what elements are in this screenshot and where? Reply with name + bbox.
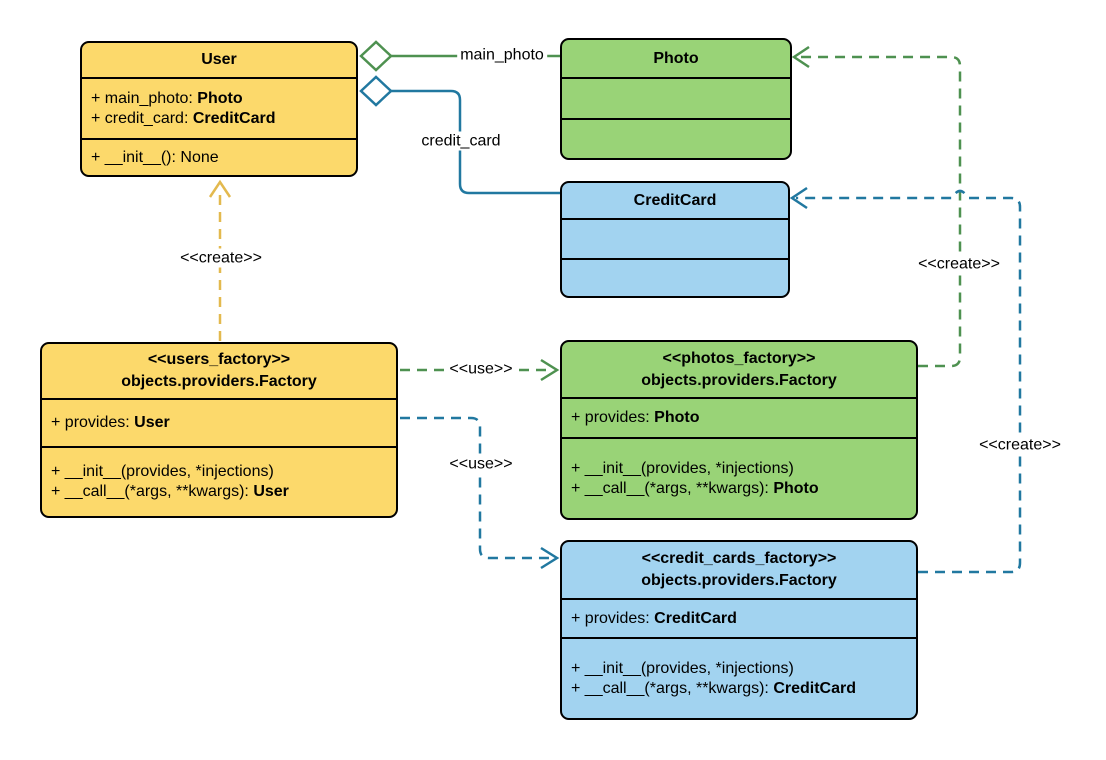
arrowhead-create-photo [791, 45, 810, 69]
class-users-factory-title-compartment: <<users_factory>> objects.providers.Fact… [42, 344, 396, 398]
class-credit-card-title: CreditCard [633, 191, 717, 209]
class-photos-factory-title: objects.providers.Factory [641, 371, 837, 389]
arrowhead-use-credit-cards [540, 546, 560, 570]
attribute-line: + provides: Photo [571, 409, 700, 426]
class-users-factory-methods: + __init__(provides, *injections) + __ca… [42, 446, 396, 516]
arrowhead-create-credit-card [789, 186, 808, 210]
class-photo-methods [562, 118, 790, 158]
class-credit-cards-factory-title-compartment: <<credit_cards_factory>> objects.provide… [562, 542, 916, 598]
edge-label-use-credit-cards: <<use>> [446, 454, 516, 474]
class-photo-attributes [562, 77, 790, 118]
stereotype-label: <<credit_cards_factory>> [641, 550, 837, 567]
class-credit-card-attributes [562, 218, 788, 258]
class-photos-factory-title-compartment: <<photos_factory>> objects.providers.Fac… [562, 342, 916, 397]
class-user-methods: + __init__(): None [82, 138, 356, 175]
class-user-title-compartment: User [82, 43, 356, 77]
class-credit-cards-factory-attributes: + provides: CreditCard [562, 598, 916, 637]
class-photos-factory: <<photos_factory>> objects.providers.Fac… [560, 340, 918, 520]
method-line: + __init__(provides, *injections) [571, 659, 794, 677]
method-line: + __call__(*args, **kwargs): Photo [571, 479, 819, 497]
method-line: + __call__(*args, **kwargs): User [51, 483, 289, 500]
edge-use-credit-cards-line [400, 416, 550, 560]
class-photos-factory-attributes: + provides: Photo [562, 397, 916, 437]
class-users-factory: <<users_factory>> objects.providers.Fact… [40, 342, 398, 518]
attribute-line: + main_photo: Photo [91, 89, 243, 107]
arrowhead-create-user [208, 179, 232, 198]
edge-create-credit-card-line [796, 189, 1022, 574]
class-credit-cards-factory-methods: + __init__(provides, *injections) + __ca… [562, 637, 916, 718]
class-user-title: User [201, 51, 237, 68]
edge-label-credit-card: credit_card [418, 131, 504, 151]
method-line: + __init__(): None [91, 148, 219, 166]
edge-label-create-user: <<create>> [177, 248, 265, 268]
class-credit-cards-factory-title: objects.providers.Factory [641, 572, 837, 589]
class-credit-card-title-compartment: CreditCard [562, 183, 788, 218]
stereotype-label: <<photos_factory>> [662, 349, 816, 367]
class-users-factory-title: objects.providers.Factory [121, 373, 317, 390]
class-user: User + main_photo: Photo + credit_card: … [80, 41, 358, 177]
class-credit-cards-factory: <<credit_cards_factory>> objects.provide… [560, 540, 918, 720]
class-photo-title-compartment: Photo [562, 40, 790, 77]
class-user-attributes: + main_photo: Photo + credit_card: Credi… [82, 77, 356, 138]
aggregation-diamond-main-photo [359, 40, 393, 72]
class-photo: Photo [560, 38, 792, 160]
arrowhead-use-photos [540, 358, 560, 382]
edge-label-use-photos: <<use>> [446, 359, 516, 379]
stereotype-label: <<users_factory>> [147, 351, 291, 368]
class-photos-factory-methods: + __init__(provides, *injections) + __ca… [562, 437, 916, 518]
class-users-factory-attributes: + provides: User [42, 398, 396, 446]
attribute-line: + provides: CreditCard [571, 609, 737, 627]
aggregation-diamond-credit-card [359, 75, 393, 107]
class-credit-card-methods [562, 258, 788, 296]
edge-label-main-photo: main_photo [457, 45, 547, 65]
attribute-line: + credit_card: CreditCard [91, 109, 276, 127]
class-photo-title: Photo [653, 49, 699, 67]
method-line: + __call__(*args, **kwargs): CreditCard [571, 679, 856, 697]
method-line: + __init__(provides, *injections) [51, 463, 274, 480]
edge-create-photo-line [797, 55, 962, 368]
attribute-line: + provides: User [51, 414, 170, 431]
method-line: + __init__(provides, *injections) [571, 459, 794, 477]
class-credit-card: CreditCard [560, 181, 790, 298]
edge-label-create-credit-card: <<create>> [976, 435, 1064, 455]
edge-label-create-photo: <<create>> [915, 254, 1003, 274]
